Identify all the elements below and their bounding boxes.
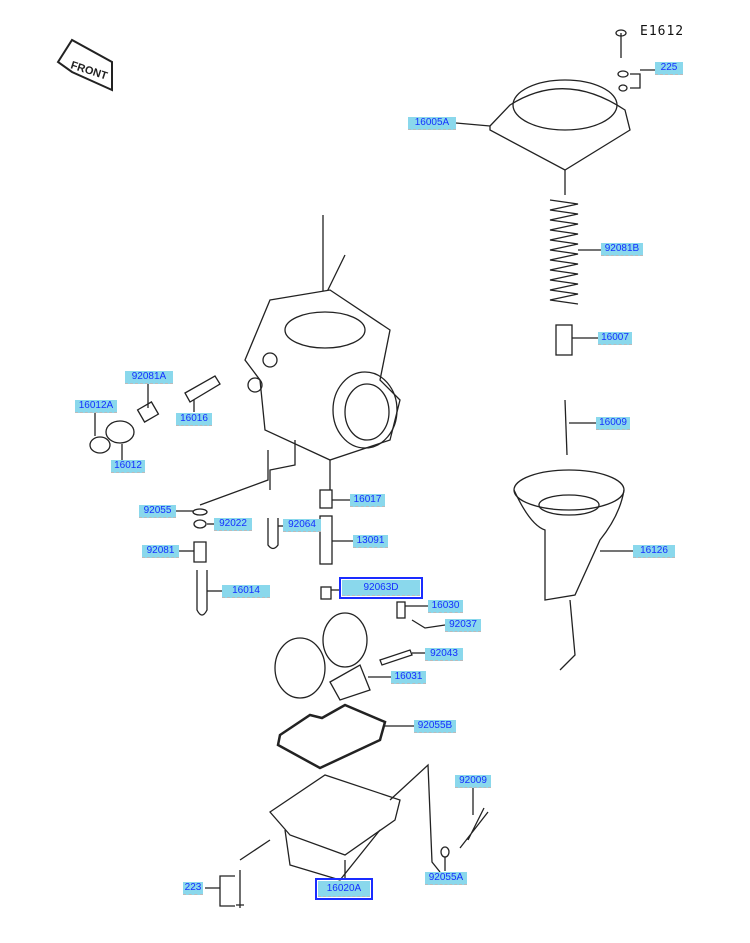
float-bowl-16020A — [269, 763, 441, 881]
part-label-16005A[interactable]: 16005A — [408, 117, 456, 130]
part-label-92063D[interactable]: 92063D — [339, 577, 423, 599]
part-label-92055[interactable]: 92055 — [139, 505, 176, 518]
part-label-92081B[interactable]: 92081B — [601, 243, 643, 256]
part-label-16017[interactable]: 16017 — [350, 494, 385, 507]
part-label-16014[interactable]: 16014 — [222, 585, 270, 598]
diagram-code: E1612 — [640, 24, 685, 39]
float-assembly — [274, 601, 446, 701]
part-label-92081A[interactable]: 92081A — [125, 371, 173, 384]
part-label-16007[interactable]: 16007 — [598, 332, 632, 345]
part-label-16009[interactable]: 16009 — [596, 417, 630, 430]
left-side-parts — [89, 375, 353, 616]
screw-225 — [615, 29, 655, 92]
part-label-225[interactable]: 225 — [655, 62, 683, 75]
top-cover — [455, 79, 631, 195]
carburetor-body — [199, 215, 401, 506]
part-label-92009[interactable]: 92009 — [455, 775, 491, 788]
spring-92081B — [549, 199, 601, 305]
part-label-16126[interactable]: 16126 — [633, 545, 675, 558]
part-label-13091[interactable]: 13091 — [353, 535, 388, 548]
part-label-92037[interactable]: 92037 — [445, 619, 481, 632]
part-label-16031[interactable]: 16031 — [391, 671, 426, 684]
needle-holder-16007 — [555, 324, 598, 356]
vacuum-piston-16126 — [513, 469, 633, 671]
screw-92009 — [440, 787, 489, 871]
part-label-16030[interactable]: 16030 — [428, 600, 463, 613]
gasket-92055B — [276, 703, 414, 770]
part-label-16012[interactable]: 16012 — [111, 460, 145, 473]
part-label-92043[interactable]: 92043 — [425, 648, 463, 661]
part-label-92022[interactable]: 92022 — [214, 518, 252, 531]
part-label-223[interactable]: 223 — [183, 882, 203, 895]
part-label-92055B[interactable]: 92055B — [414, 720, 456, 733]
part-label-92081[interactable]: 92081 — [142, 545, 179, 558]
screws-223 — [205, 839, 271, 908]
part-label-16020A[interactable]: 16020A — [315, 878, 373, 900]
front-arrow-sign: FRONT — [56, 38, 113, 92]
jet-needle-16009 — [564, 399, 596, 456]
part-label-16012A[interactable]: 16012A — [75, 400, 117, 413]
part-label-92055A[interactable]: 92055A — [425, 872, 467, 885]
part-label-16016[interactable]: 16016 — [176, 413, 212, 426]
part-label-92064[interactable]: 92064 — [283, 519, 321, 532]
